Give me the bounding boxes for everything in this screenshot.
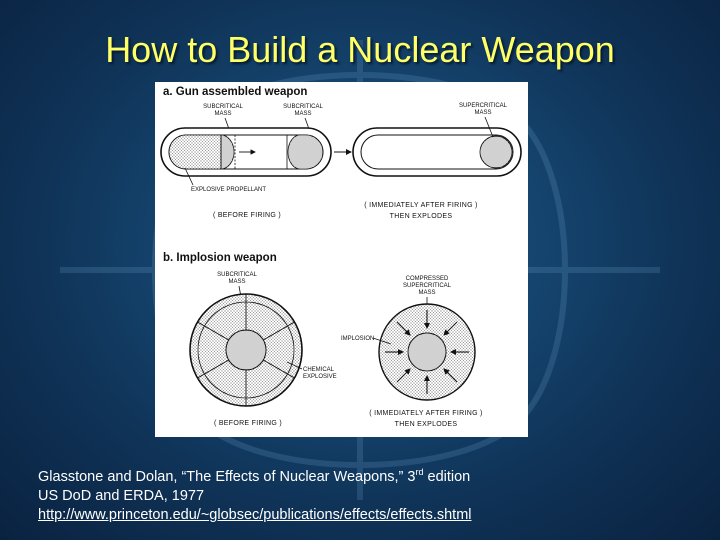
implosion-label: IMPLOSION [341, 336, 374, 342]
gun-after-capsule [352, 127, 522, 177]
citation-reference: Glasstone and Dolan, “The Effects of Nuc… [38, 469, 416, 485]
implosion-compressed-label-1: COMPRESSED [406, 276, 449, 282]
gun-supercritical-leader [484, 116, 494, 138]
gun-caption-before: ( BEFORE FIRING ) [213, 212, 281, 219]
citation-line-3: http://www.princeton.edu/~globsec/public… [38, 506, 698, 525]
citation-edition: edition [423, 469, 471, 485]
implosion-leader [372, 337, 392, 345]
implosion-before-sphere [189, 293, 303, 407]
implosion-chemical-label-2: EXPLOSIVE [303, 374, 337, 380]
gun-subcritical-left-label-1: SUBCRITICAL [203, 104, 243, 110]
implosion-caption-after-1: ( IMMEDIATELY AFTER FIRING ) [369, 410, 482, 417]
gun-subcritical-right-label-2: MASS [294, 111, 311, 117]
implosion-compressed-label-3: MASS [418, 290, 435, 296]
citation: Glasstone and Dolan, “The Effects of Nuc… [38, 468, 698, 525]
gun-supercritical-label-1: SUPERCRITICAL [459, 103, 508, 109]
slide-title: How to Build a Nuclear Weapon [105, 29, 615, 70]
weapon-diagram-svg: a. Gun assembled weapon SUBCRITICAL MASS… [160, 86, 522, 428]
gun-heading: a. Gun assembled weapon [163, 86, 307, 98]
implosion-caption-before: ( BEFORE FIRING ) [214, 420, 282, 427]
implosion-caption-after-2: THEN EXPLODES [395, 421, 458, 428]
gun-supercritical-label-2: MASS [474, 110, 491, 116]
gun-before-capsule [160, 127, 332, 177]
implosion-chemical-label-1: CHEMICAL [303, 367, 335, 373]
gun-propellant-label: EXPLOSIVE PROPELLANT [191, 187, 266, 193]
gun-propellant-leader [184, 167, 194, 186]
gun-subcritical-left-label-2: MASS [214, 111, 231, 117]
weapon-diagram: a. Gun assembled weapon SUBCRITICAL MASS… [155, 82, 528, 437]
citation-line-2: US DoD and ERDA, 1977 [38, 488, 205, 504]
citation-line-1: Glasstone and Dolan, “The Effects of Nuc… [38, 468, 698, 487]
citation-link[interactable]: http://www.princeton.edu/~globsec/public… [38, 507, 472, 523]
gun-caption-after-1: ( IMMEDIATELY AFTER FIRING ) [364, 202, 477, 209]
implosion-compressed-label-2: SUPERCRITICAL [403, 283, 452, 289]
gun-subcritical-right-label-1: SUBCRITICAL [283, 104, 323, 110]
gun-caption-after-2: THEN EXPLODES [390, 213, 453, 220]
citation-superscript: rd [415, 467, 424, 477]
implosion-heading: b. Implosion weapon [163, 252, 277, 264]
implosion-subcritical-label-2: MASS [228, 279, 245, 285]
implosion-after-sphere [378, 303, 476, 401]
implosion-chemical-leader [286, 361, 303, 370]
implosion-subcritical-label-1: SUBCRITICAL [217, 272, 257, 278]
